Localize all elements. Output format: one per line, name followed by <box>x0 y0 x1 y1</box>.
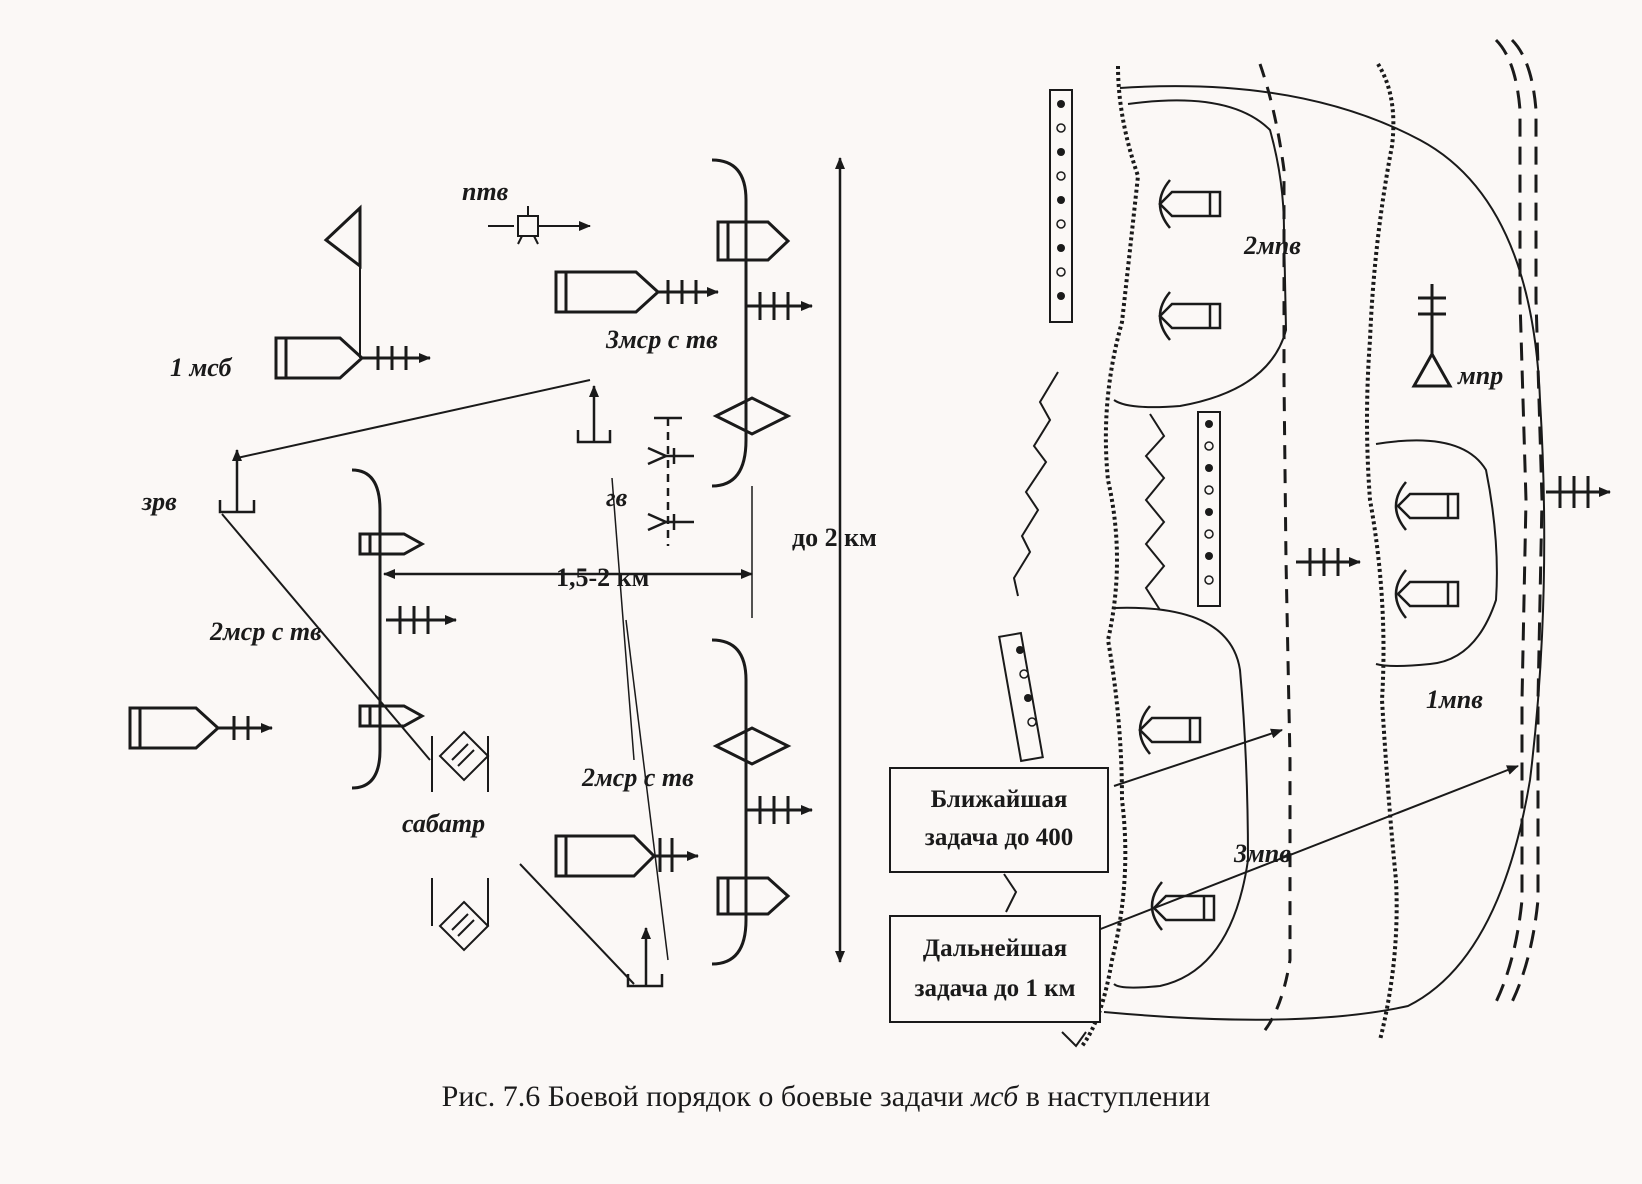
flag-triangle-icon <box>323 204 362 270</box>
enemy-vehicle-icons <box>1138 179 1460 931</box>
zrv-lower-symbol <box>626 927 664 988</box>
obstacle-column-3 <box>998 631 1044 763</box>
obstacle-column-2 <box>1197 411 1221 607</box>
connector-wire-bottom <box>1061 1031 1087 1048</box>
near-task-arrow <box>1113 728 1283 787</box>
obstacle-column-1 <box>1049 89 1073 323</box>
figure-caption: Рис. 7.6 Боевой порядок о боевые задачи … <box>442 1080 1211 1113</box>
company-2msr-left-symbol <box>351 468 457 790</box>
label-2msr-left: 2мср с тв <box>209 617 322 646</box>
label-1msb: 1 мсб <box>170 353 233 382</box>
guide-line <box>625 619 669 961</box>
label-ptv: птв <box>462 177 509 206</box>
battalion-1msb-symbol <box>274 264 431 380</box>
arrow-symbol-far <box>1546 476 1611 508</box>
zrv-symbols <box>218 379 612 761</box>
area-3mpv <box>1113 606 1250 989</box>
near-task-line1: Ближайшая <box>931 786 1068 813</box>
ptv-symbol <box>488 206 591 245</box>
far-double-line-b <box>1510 38 1544 1003</box>
obstacle-markers <box>1016 100 1214 727</box>
line-2mpv <box>1258 63 1292 1035</box>
platoon-left-symbol <box>128 706 273 750</box>
area-1mpv <box>1375 439 1498 667</box>
platoon-lower-symbol <box>554 834 699 878</box>
label-sabatr: сабатр <box>402 809 485 838</box>
forward-edge-line <box>1080 65 1141 1048</box>
line-3-dotted <box>1365 62 1399 1041</box>
label-3msr: 3мср с тв <box>605 325 718 354</box>
label-1mpv: 1мпв <box>1426 685 1483 714</box>
connector-wire <box>1003 873 1018 913</box>
near-task-line2: задача до 400 <box>925 824 1073 851</box>
enemy-large-arc <box>1103 85 1546 1021</box>
mpr-symbol <box>1411 284 1453 388</box>
platoon-symbol <box>554 270 719 314</box>
far-task-line1: Дальнейшая <box>923 935 1067 962</box>
company-2msr-right-symbol <box>711 638 813 966</box>
company-3msr-symbol <box>711 158 813 488</box>
label-zrv: зрв <box>141 487 177 516</box>
barbed-wire-1 <box>1012 371 1059 597</box>
near-task-box <box>889 767 1109 873</box>
arrow-symbol-mid <box>1296 548 1361 576</box>
guide-line <box>611 477 635 761</box>
label-2msr-right: 2мср с тв <box>581 763 694 792</box>
far-task-line2: задача до 1 км <box>914 975 1075 1002</box>
area-2mpv <box>1113 99 1288 409</box>
gv-symbols <box>647 416 694 546</box>
caption-prefix: Рис. 7.6 Боевой порядок о боевые задачи <box>442 1080 971 1113</box>
label-mpr: мпр <box>1457 361 1503 390</box>
label-do-2km: до 2 км <box>792 523 877 552</box>
far-task-arrow <box>1097 765 1519 931</box>
label-2mpv: 2мпв <box>1243 231 1301 260</box>
label-3mpv: 3мпв <box>1233 839 1291 868</box>
far-double-line-a <box>1494 38 1528 1003</box>
label-dist-1-5-2km: 1,5-2 км <box>556 563 649 592</box>
caption-suffix: в наступлении <box>1018 1080 1210 1113</box>
label-gv: гв <box>606 483 628 512</box>
far-task-box <box>889 915 1101 1023</box>
caption-italic: мсб <box>970 1080 1019 1113</box>
barbed-wire-2 <box>1144 413 1166 611</box>
sabatr-symbol <box>431 730 635 985</box>
